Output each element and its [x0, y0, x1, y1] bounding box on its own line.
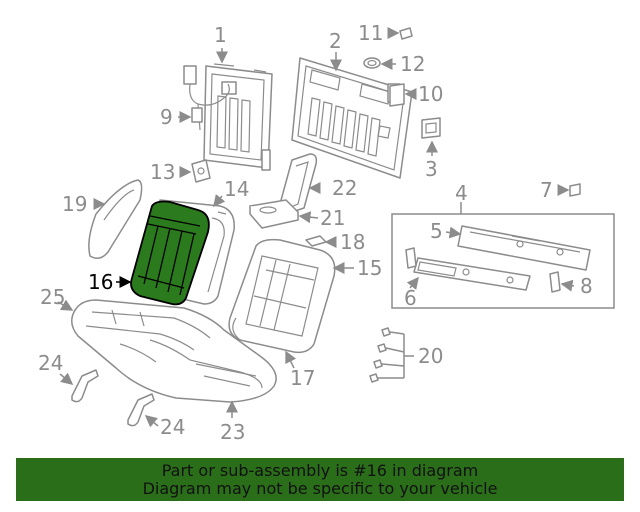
part-11-clip	[399, 27, 413, 40]
callout-4: 4	[455, 181, 468, 205]
parts-diagram: 1 2 3 4 5 6 7 8 9 10 11 12 13 14 15 16 1…	[38, 21, 615, 444]
part-1-seatback-frame	[203, 63, 273, 171]
part-6-hinge-bar	[413, 257, 531, 291]
callout-21: 21	[320, 206, 345, 230]
callout-17: 17	[290, 366, 315, 390]
part-10-bracket	[389, 83, 405, 107]
part-8-bracket	[549, 271, 561, 293]
part-19-bolster	[88, 179, 143, 259]
callout-25: 25	[40, 285, 65, 309]
callout-16: 16	[88, 270, 113, 294]
banner-line-2: Diagram may not be specific to your vehi…	[142, 479, 498, 498]
part-23-seat-cushion	[71, 299, 277, 403]
part-9-wiring-harness	[183, 65, 230, 131]
callout-2: 2	[329, 29, 342, 53]
callout-24-right: 24	[160, 415, 185, 439]
callout-10: 10	[418, 82, 443, 106]
callout-22: 22	[332, 176, 357, 200]
callout-11: 11	[358, 21, 383, 45]
callout-9: 9	[160, 105, 173, 129]
part-18-trim	[305, 235, 327, 247]
part-16-seatback-cushion-highlighted	[130, 200, 210, 306]
disclaimer-banner: Part or sub-assembly is #16 in diagram D…	[16, 458, 624, 501]
part-13-bracket	[191, 159, 211, 183]
part-24-latch-right	[127, 393, 155, 427]
part-12-grommet	[363, 57, 381, 69]
callout-12: 12	[400, 52, 425, 76]
part-15-seatback	[228, 238, 336, 354]
callout-3: 3	[425, 157, 438, 181]
callout-8: 8	[580, 274, 593, 298]
callout-23: 23	[220, 420, 245, 444]
part-4-assembly-group	[391, 202, 615, 309]
part-3-bracket	[421, 117, 441, 139]
callout-14: 14	[224, 177, 249, 201]
part-21-cupholder	[249, 199, 299, 229]
banner-line-1: Part or sub-assembly is #16 in diagram	[161, 461, 479, 480]
part-5-hinge-bar	[457, 225, 591, 271]
callout-18: 18	[340, 230, 365, 254]
callout-15: 15	[357, 256, 382, 280]
callout-1: 1	[214, 23, 227, 47]
callout-20: 20	[418, 344, 443, 368]
leader-lines	[57, 27, 575, 428]
callout-labels: 1 2 3 4 5 6 7 8 9 10 11 12 13 14 15 16 1…	[38, 21, 593, 444]
callout-24-left: 24	[38, 351, 63, 375]
callout-7: 7	[540, 178, 553, 202]
part-7-clip	[569, 183, 581, 197]
callout-5: 5	[430, 219, 443, 243]
callout-13: 13	[150, 160, 175, 184]
part-24-latch-left	[71, 369, 99, 403]
callout-19: 19	[62, 192, 87, 216]
part-20-bolts	[369, 327, 414, 383]
callout-6: 6	[404, 286, 417, 310]
